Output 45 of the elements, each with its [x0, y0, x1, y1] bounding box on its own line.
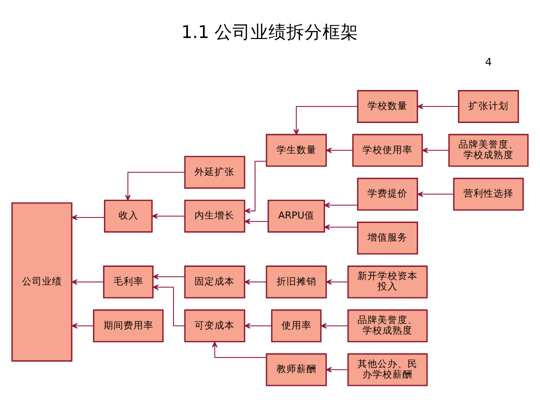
arrow: [326, 366, 349, 372]
node-box: 公司业绩: [11, 202, 72, 362]
node-box: 学费提价: [357, 177, 418, 210]
arrow: [152, 273, 186, 279]
node-box: 品牌美誉度、学校成熟度: [347, 308, 428, 342]
node-box: 可变成本: [184, 308, 246, 342]
node-box: 品牌美誉度、学校成熟度: [448, 133, 529, 166]
arrow: [422, 147, 450, 153]
node-box: 使用率: [271, 308, 322, 342]
node-box: 内生增长: [184, 199, 246, 232]
node-box: 学生数量: [266, 133, 327, 166]
arrow: [71, 278, 104, 284]
node-box: 扩张计划: [458, 90, 519, 122]
node-box: 其他公办、民办学校薪酬: [347, 352, 428, 386]
arrow: [417, 190, 454, 197]
node-box: 外延扩张: [184, 155, 246, 188]
arrow: [212, 341, 267, 358]
arrow: [320, 322, 349, 328]
node-box: 营利性选择: [453, 177, 524, 210]
arrow: [244, 218, 269, 224]
node-box: 学校使用率: [352, 133, 423, 166]
arrow: [152, 212, 186, 218]
arrow: [294, 106, 358, 134]
node-box: 折旧摊销: [266, 265, 327, 298]
node-box: 学校数量: [357, 90, 418, 122]
diagram-title: 1.1 公司业绩拆分框架: [181, 22, 359, 43]
arrow: [71, 322, 94, 328]
arrow: [417, 103, 459, 109]
arrow: [125, 171, 186, 200]
node-box: 增值服务: [357, 221, 418, 254]
arrow: [71, 214, 105, 220]
node-box: ARPU值: [268, 199, 326, 232]
arrow: [326, 278, 349, 284]
node-box: 毛利率: [103, 265, 154, 298]
arrow: [324, 202, 358, 208]
arrow: [244, 278, 267, 284]
node-box: 新开学校资本投入: [347, 265, 428, 298]
node-box: 教师薪酬: [266, 352, 327, 386]
arrow: [324, 224, 358, 230]
node-box: 固定成本: [184, 265, 246, 298]
arrow: [326, 147, 354, 153]
node-box: 收入: [104, 199, 153, 232]
node-box: 期间费用率: [93, 308, 164, 342]
label: 4: [485, 56, 492, 68]
arrow: [244, 322, 272, 328]
